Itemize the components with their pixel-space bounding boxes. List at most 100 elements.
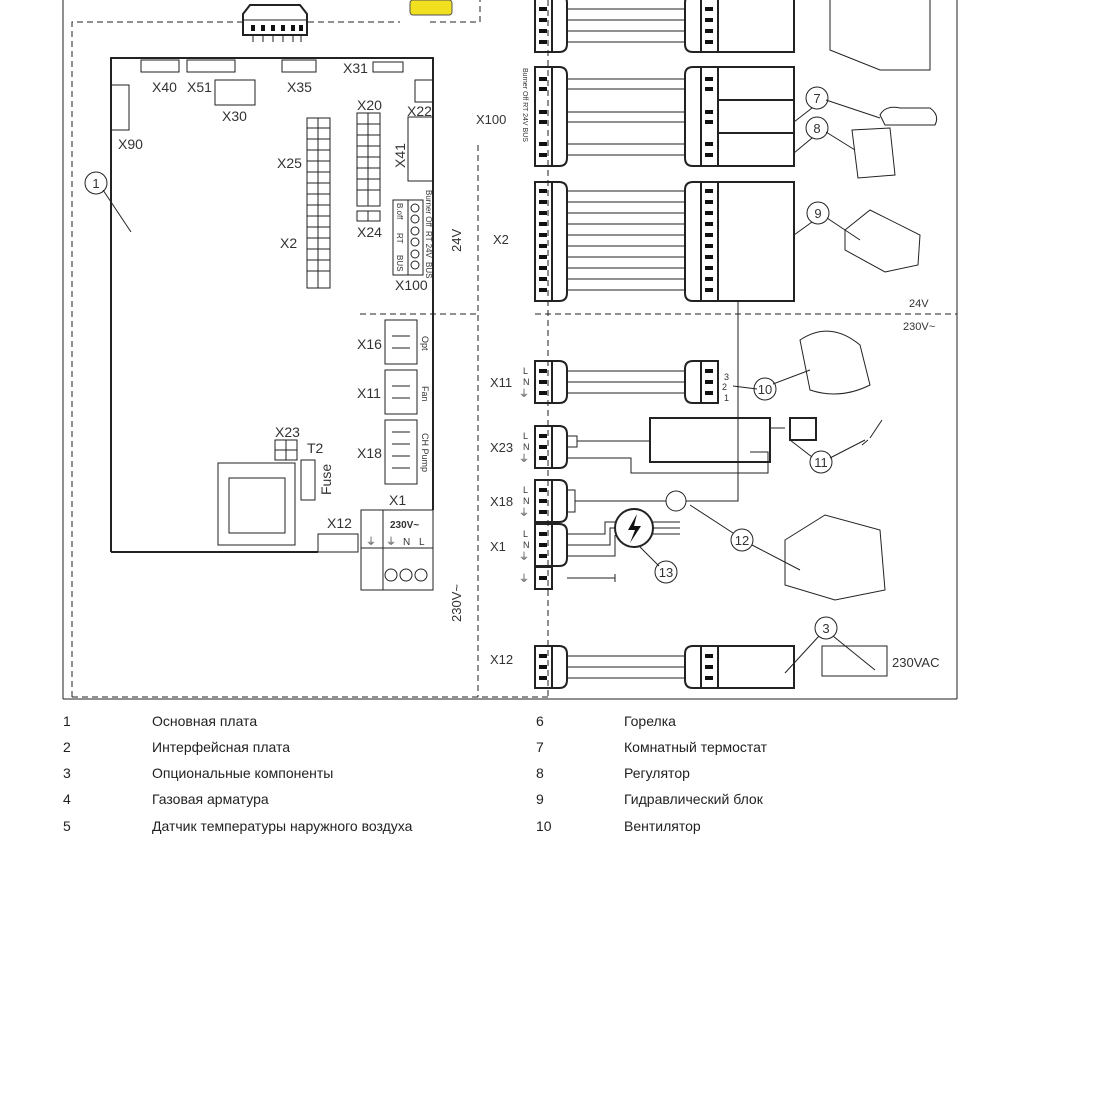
label-24v-right: 24V: [909, 298, 929, 310]
x1-230v: 230V~: [390, 520, 419, 531]
pin: [539, 434, 547, 438]
x100-terminal: [392, 199, 424, 276]
pin: [705, 277, 713, 281]
earth-icon: ⏚: [519, 573, 529, 585]
pin: [539, 18, 547, 22]
wire-label-x100: X100: [476, 112, 506, 127]
svg-text:8: 8: [813, 121, 820, 136]
wire-label-x1: X1: [490, 539, 506, 554]
callouts: 1 7 8 9 10 11 12 13 3: [84, 86, 838, 640]
callout-7: 7: [805, 86, 829, 110]
x100-rt: RT: [395, 233, 404, 244]
callout-3: 3: [814, 616, 838, 640]
pump-illustration: [784, 514, 886, 601]
legend-number: 10: [536, 818, 552, 834]
note-icon: [409, 0, 453, 16]
top-housing: [534, 0, 553, 53]
main-board: [110, 57, 434, 591]
pin-label-l: L: [523, 431, 528, 441]
legend-label: Вентилятор: [624, 818, 701, 834]
pin: [705, 200, 713, 204]
pin: [539, 87, 547, 91]
pin: [539, 576, 547, 580]
pin: [705, 244, 713, 248]
pin: [539, 499, 547, 503]
fan-pin-1: 1: [724, 393, 729, 403]
top-device-socket: [684, 0, 701, 53]
legend-number: 2: [63, 739, 71, 755]
label-x2: X2: [280, 235, 297, 251]
x1-socket: [552, 523, 568, 567]
surge-protector-icon: [614, 508, 654, 548]
pin-label-l: L: [523, 485, 528, 495]
callout-9: 9: [806, 201, 830, 225]
wire-label-x18: X18: [490, 494, 513, 509]
label-fuse: Fuse: [318, 464, 334, 495]
callout-12: 12: [730, 528, 754, 552]
label-x40: X40: [152, 79, 177, 95]
x100-housing: [534, 66, 553, 167]
x12-device-socket: [684, 645, 701, 689]
pin: [539, 288, 547, 292]
x20-grid: [356, 112, 381, 222]
pin: [539, 369, 547, 373]
ignition-unit: [649, 417, 771, 463]
x12-housing: [534, 645, 553, 689]
legend-label: Интерфейсная плата: [152, 739, 291, 755]
port-opt: Opt: [420, 336, 430, 351]
x11-device-socket: [684, 360, 701, 404]
x100-device-1: [717, 66, 795, 101]
x25-x2-grid: [306, 117, 331, 289]
x23-housing: [534, 425, 553, 469]
legend-label: Опциональные компоненты: [152, 765, 334, 781]
pin: [705, 380, 713, 384]
pin: [705, 142, 713, 146]
x100-device-housing: [700, 66, 719, 167]
label-230v-board: 230V~: [449, 584, 464, 622]
pin: [539, 110, 547, 114]
pin: [539, 222, 547, 226]
legend-number: 8: [536, 765, 544, 781]
x11-device-housing: [700, 360, 719, 404]
svg-text:10: 10: [758, 382, 772, 397]
pin: [539, 233, 547, 237]
pin: [705, 153, 713, 157]
pin: [539, 40, 547, 44]
pin: [539, 7, 547, 11]
x100-burner-off: Burner Off: [424, 190, 433, 228]
room-thermostat-illustration: [879, 106, 938, 126]
pin: [705, 288, 713, 292]
pin-label-l: L: [523, 366, 528, 376]
pin: [539, 142, 547, 146]
x100-boff: B.off: [395, 203, 404, 220]
label-x51: X51: [187, 79, 212, 95]
pin: [539, 266, 547, 270]
legend-number: 5: [63, 818, 71, 834]
x100-device-3: [717, 132, 795, 167]
pin: [539, 532, 547, 536]
optional-board-illustration: [821, 645, 888, 677]
pin: [539, 665, 547, 669]
pin: [705, 233, 713, 237]
svg-text:12: 12: [735, 533, 749, 548]
x1-earth1: ⏚: [366, 536, 376, 548]
x23-wire-2: [567, 451, 769, 474]
pin: [705, 120, 713, 124]
pin: [705, 40, 713, 44]
label-x20: X20: [357, 97, 382, 113]
x11-housing: [534, 360, 553, 404]
x1-wire: [567, 521, 680, 557]
svg-text:7: 7: [813, 91, 820, 106]
legend-number: 9: [536, 791, 544, 807]
callout-lines: [102, 99, 881, 674]
label-230v-right: 230V~: [903, 321, 935, 333]
label-x100: X100: [395, 277, 428, 293]
wire-label-x12: X12: [490, 652, 513, 667]
ignition-electrode-illustration: [861, 419, 883, 446]
legend-number: 7: [536, 739, 544, 755]
pin-label-n: N: [523, 377, 530, 387]
pin: [539, 244, 547, 248]
legend-label: Горелка: [624, 713, 676, 729]
top-device-device: [717, 0, 795, 53]
legend-label: Комнатный термостат: [624, 739, 768, 755]
